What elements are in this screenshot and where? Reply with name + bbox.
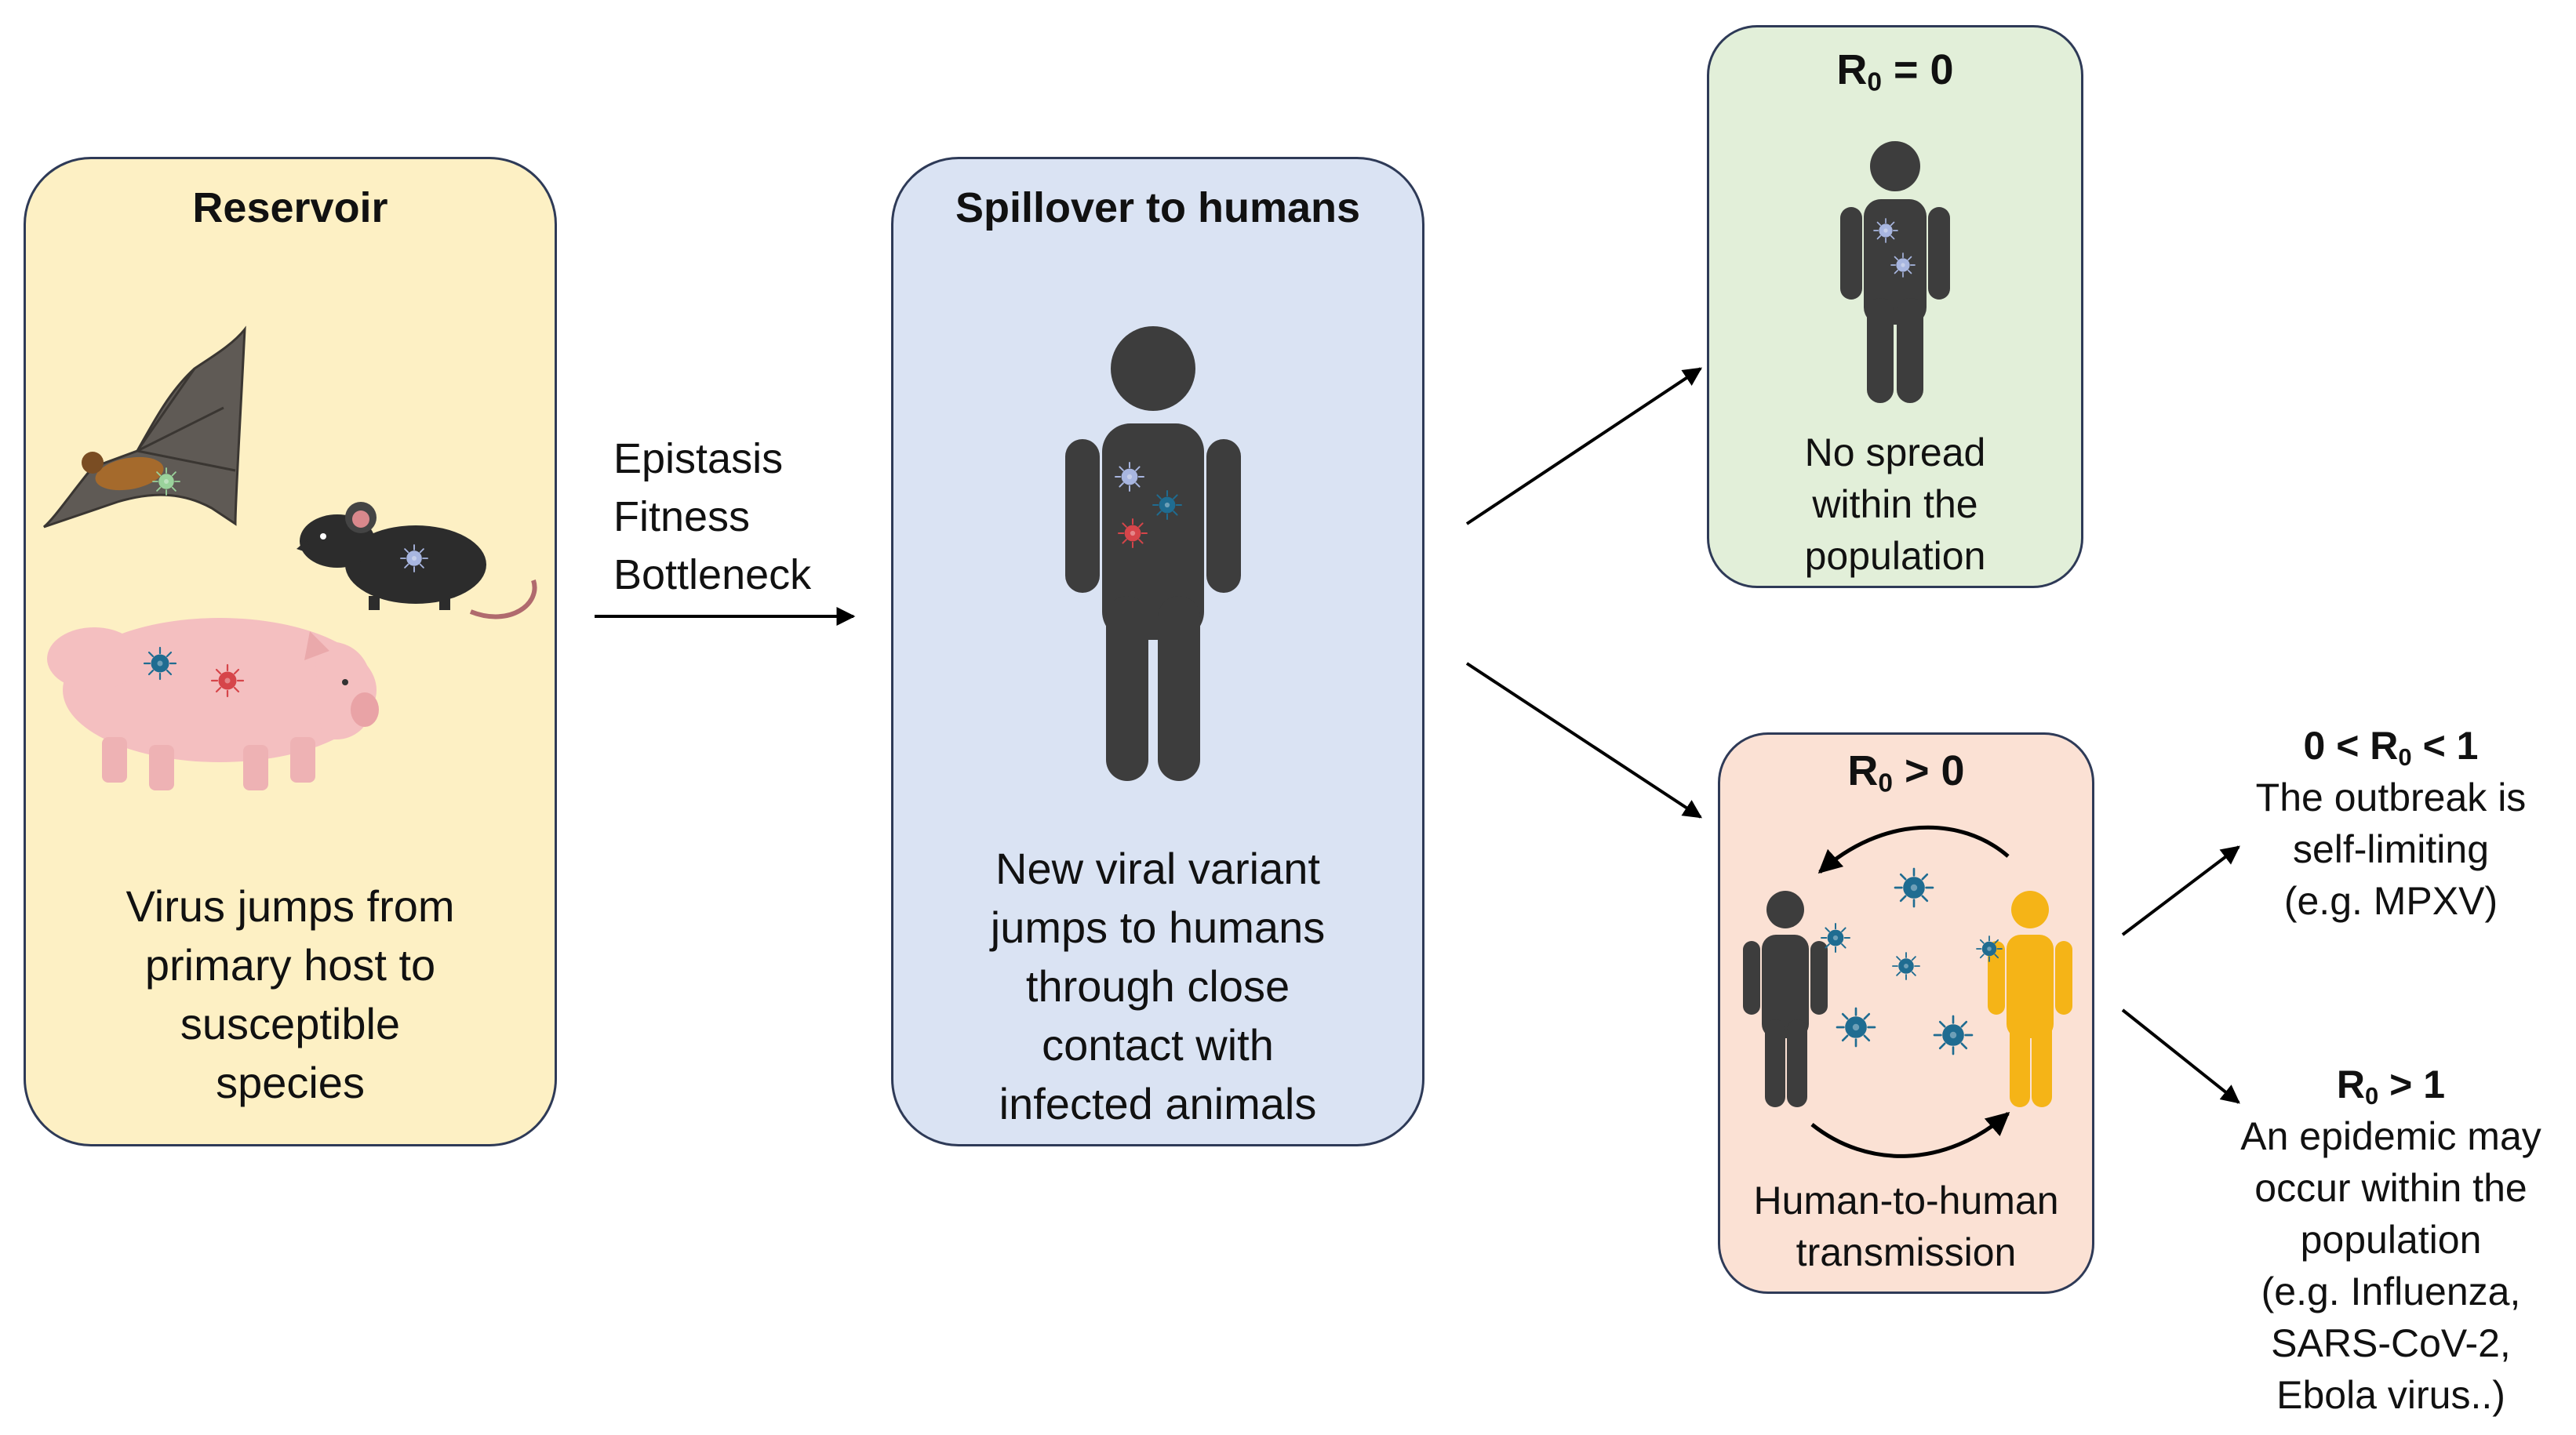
arrow-to-epidemic (2121, 1008, 2240, 1104)
spillover-title: Spillover to humans (955, 184, 1361, 231)
person-icon (1065, 326, 1241, 781)
virus-icon (152, 467, 180, 496)
r0-zero-description: No spread within the population (1804, 430, 1986, 578)
virus-icon (143, 646, 177, 681)
reservoir-description: Virus jumps from primary host to suscept… (126, 881, 455, 1107)
arrow-to-r0-positive (1465, 662, 1703, 819)
bat-icon (43, 325, 246, 529)
r0-positive-title: R0 > 0 (1847, 747, 1965, 798)
factor-bottleneck: Bottleneck (613, 551, 812, 598)
factor-epistasis: Epistasis (613, 435, 784, 482)
spillover-description: New viral variant jumps to humans throug… (990, 844, 1326, 1128)
outcome-self-limiting: 0 < R0 < 1 The outbreak is self-limiting… (2206, 720, 2576, 927)
r0-zero-title: R0 = 0 (1836, 46, 1954, 97)
virus-icon (1115, 462, 1144, 492)
virus-icon (1821, 867, 2003, 1055)
arrow-to-r0-zero (1465, 367, 1702, 525)
outcome-epidemic-title: R0 > 1 (2336, 1063, 2446, 1110)
virus-icon (1118, 518, 1148, 548)
arrow-to-self-limiting (2121, 845, 2240, 936)
r0-positive-description: Human-to-human transmission (1753, 1179, 2059, 1274)
virus-icon (1152, 490, 1182, 520)
person-icon-infected-yellow (1988, 891, 2072, 1107)
reservoir-title: Reservoir (192, 184, 388, 231)
circular-arrow-top (1817, 825, 2010, 874)
person-icon (1743, 891, 1828, 1107)
virus-icon (400, 544, 428, 572)
outcome-self-limiting-title: 0 < R0 < 1 (2303, 724, 2479, 771)
pig-icon (47, 618, 379, 790)
virus-icon (1873, 218, 1898, 243)
factor-fitness: Fitness (613, 493, 751, 540)
circular-arrow-bottom (1810, 1112, 2010, 1158)
outcome-epidemic: R0 > 1 An epidemic may occur within the … (2206, 1059, 2576, 1421)
transition-factors: Epistasis Fitness Bottleneck (613, 430, 811, 604)
mouse-icon (297, 502, 537, 619)
virus-icon (210, 663, 245, 698)
virus-icon (1890, 252, 1916, 278)
